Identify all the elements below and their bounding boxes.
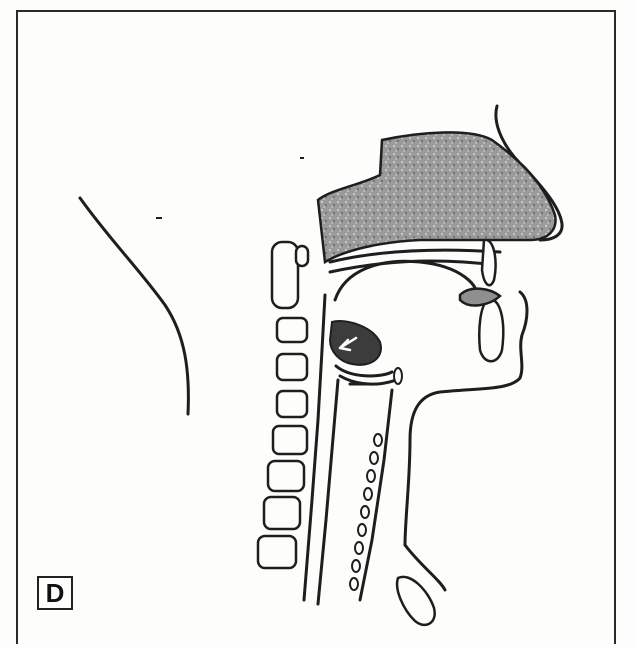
lower-incisor <box>479 300 503 362</box>
upper-incisor <box>482 240 496 285</box>
esophagus-wall <box>318 380 338 604</box>
nasal-cavity <box>318 132 556 262</box>
vertebra <box>264 497 300 529</box>
vertebra <box>277 354 307 380</box>
vertebra <box>273 426 307 454</box>
vertebra <box>272 242 298 308</box>
vertebral-column <box>258 242 308 568</box>
tracheal-rings <box>350 368 402 590</box>
lips-chin <box>405 292 527 545</box>
vertebra <box>277 318 307 342</box>
vertebra <box>296 246 308 266</box>
occiput-outline <box>80 198 188 414</box>
bolus <box>330 321 381 365</box>
panel-label: D <box>37 576 73 610</box>
vertebra <box>258 536 296 568</box>
vertebra <box>268 461 304 491</box>
vertebra <box>277 391 307 417</box>
epiglottis <box>336 366 392 376</box>
thyroid-cartilage <box>397 577 435 625</box>
